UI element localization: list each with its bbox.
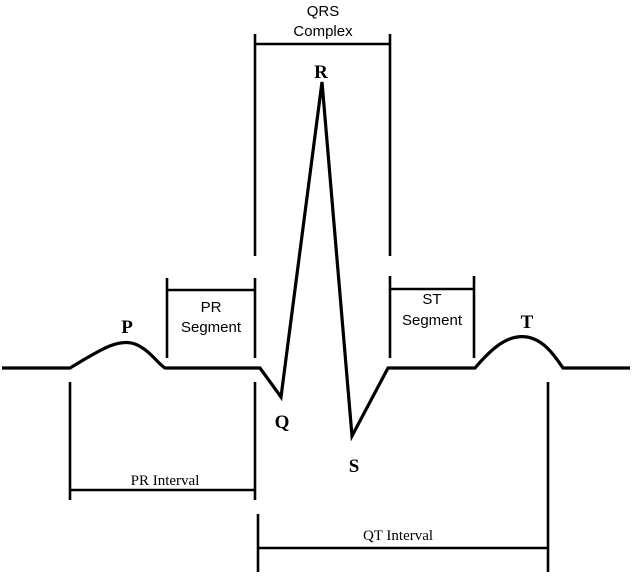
st-segment-bracket [388, 276, 476, 358]
t-wave-label: T [521, 312, 534, 333]
q-wave-label: Q [275, 412, 290, 433]
qrs-complex-bracket [253, 34, 392, 256]
pr-segment-bracket [165, 278, 257, 358]
st-segment-label-line2: Segment [402, 312, 463, 329]
s-wave-label: S [349, 456, 360, 477]
ecg-trace [2, 81, 630, 442]
qt-interval-bracket [256, 382, 550, 572]
qrs-label-line2: Complex [293, 23, 353, 40]
pr-segment-label-line1: PR [201, 299, 222, 316]
st-segment-label-line1: ST [422, 291, 441, 308]
r-wave-label: R [314, 62, 328, 83]
pr-interval-label: PR Interval [131, 473, 200, 489]
p-wave-label: P [121, 317, 133, 338]
pr-interval-bracket [68, 382, 257, 500]
qrs-label-line1: QRS [307, 3, 340, 20]
qt-interval-label: QT Interval [363, 528, 433, 544]
pr-segment-label-line2: Segment [181, 319, 242, 336]
